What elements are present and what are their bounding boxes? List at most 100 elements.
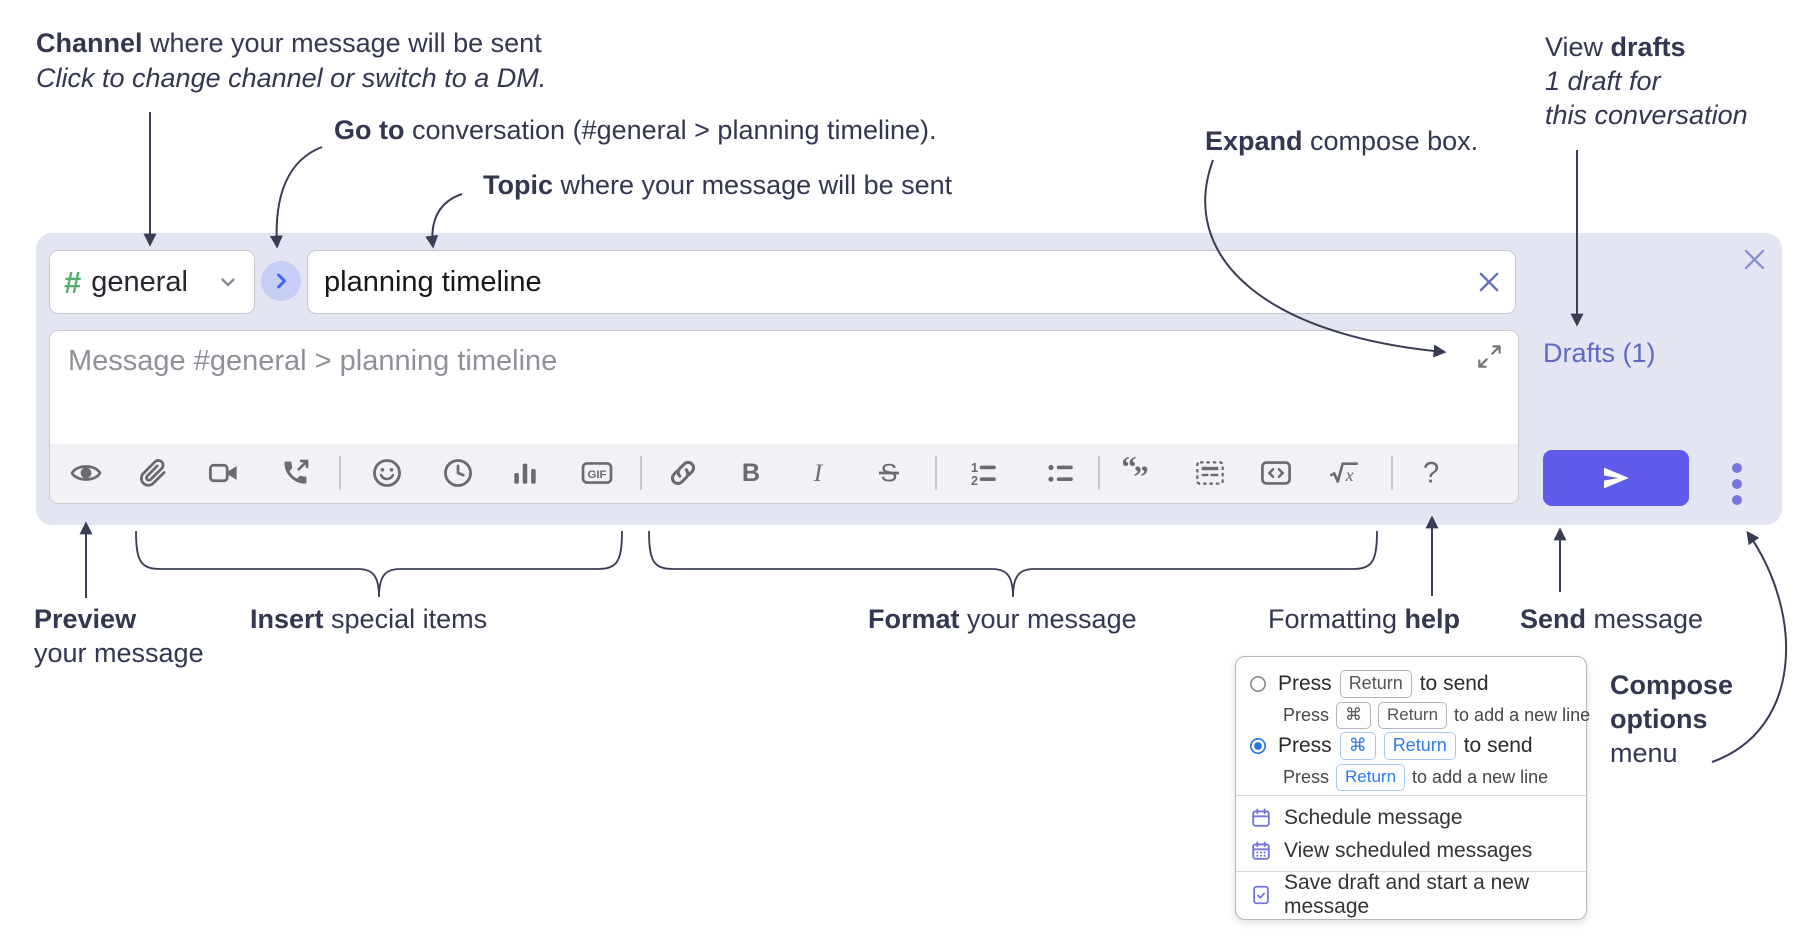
compose-options-menu-button[interactable] xyxy=(1722,456,1752,512)
close-compose-icon[interactable] xyxy=(1741,246,1768,273)
strikethrough-icon[interactable]: S xyxy=(871,455,907,491)
calendar-days-icon xyxy=(1250,840,1272,862)
topic-input[interactable] xyxy=(307,250,1516,314)
svg-text:x: x xyxy=(1345,465,1354,485)
send-icon xyxy=(1600,462,1632,494)
channel-picker[interactable]: # general xyxy=(49,250,255,314)
message-input[interactable] xyxy=(50,331,1450,443)
schedule-message-item[interactable]: Schedule message xyxy=(1236,801,1586,834)
expand-annotation-bold: Expand xyxy=(1205,126,1303,156)
attach-file-icon[interactable] xyxy=(135,455,171,491)
spoiler-icon[interactable] xyxy=(1192,455,1228,491)
option-text: to send xyxy=(1463,733,1533,757)
channel-name: general xyxy=(91,265,188,298)
send-button[interactable] xyxy=(1543,450,1689,506)
save-draft-icon xyxy=(1250,884,1272,906)
cmd-key: ⌘ xyxy=(1336,702,1372,730)
return-key: Return xyxy=(1378,702,1448,730)
message-panel: GIF B I S 12 “” x? xyxy=(49,330,1519,504)
italic-icon[interactable]: I xyxy=(800,455,836,491)
svg-text:“: “ xyxy=(1121,457,1136,484)
enter-sends-option-sub: Press ⌘ Return to add a new line xyxy=(1283,702,1590,730)
expand-annotation: Expand compose box. xyxy=(1205,124,1478,158)
drafts-annotation-regular: View xyxy=(1545,32,1611,62)
drafts-annotation-bold: drafts xyxy=(1610,32,1686,62)
drafts-link[interactable]: Drafts (1) xyxy=(1543,338,1656,368)
format-label: Format your message xyxy=(868,604,1137,634)
option-text: Press xyxy=(1278,733,1332,757)
enter-sends-option[interactable]: Press Return to send xyxy=(1236,669,1586,699)
calendar-icon xyxy=(1250,807,1272,829)
channel-hash-icon: # xyxy=(64,264,82,300)
toolbar-divider xyxy=(339,456,341,490)
menu-divider xyxy=(1236,795,1586,796)
goto-annotation-rest: conversation (#general > planning timeli… xyxy=(404,115,937,145)
math-icon[interactable]: x xyxy=(1326,455,1362,491)
drafts-annotation-line1: View drafts xyxy=(1545,30,1686,64)
channel-annotation-rest: where your message will be sent xyxy=(142,28,542,58)
gif-icon[interactable]: GIF xyxy=(579,455,615,491)
send-message-label: Send message xyxy=(1520,604,1704,634)
topic-annotation-bold: Topic xyxy=(483,170,553,200)
toolbar-divider xyxy=(1391,456,1393,490)
cmd-key: ⌘ xyxy=(1339,731,1376,761)
help-icon[interactable]: ? xyxy=(1413,455,1449,491)
bold-icon[interactable]: B xyxy=(733,455,769,491)
format-brace xyxy=(648,530,1378,598)
compose-options-label: Compose options menu xyxy=(1610,670,1734,768)
channel-annotation-bold: Channel xyxy=(36,28,143,58)
svg-text:GIF: GIF xyxy=(587,469,606,481)
voice-call-icon[interactable] xyxy=(277,455,313,491)
return-key: Return xyxy=(1383,731,1456,761)
drafts-annotation-line2: 1 draft for xyxy=(1545,66,1661,96)
svg-text:2: 2 xyxy=(971,474,978,488)
poll-icon[interactable] xyxy=(507,455,543,491)
goto-annotation-bold: Go to xyxy=(334,115,405,145)
chevron-down-icon xyxy=(216,270,240,294)
chevron-right-icon xyxy=(269,269,293,293)
option-text: Press xyxy=(1278,671,1332,695)
svg-text:?: ? xyxy=(1423,457,1439,489)
dot-icon xyxy=(1732,495,1742,505)
return-key: Return xyxy=(1336,764,1406,792)
svg-text:I: I xyxy=(813,459,824,487)
menu-item-label: Save draft and start a new message xyxy=(1284,870,1530,918)
expand-compose-icon[interactable] xyxy=(1476,343,1503,370)
channel-annotation-sub: Click to change channel or switch to a D… xyxy=(36,63,547,93)
goto-annotation: Go to conversation (#general > planning … xyxy=(334,113,937,147)
link-icon[interactable] xyxy=(665,455,701,491)
return-key: Return xyxy=(1339,669,1412,699)
goto-arrow xyxy=(269,146,323,249)
topic-field-wrap xyxy=(307,250,1516,314)
dot-icon xyxy=(1732,479,1742,489)
expand-annotation-rest: compose box. xyxy=(1302,126,1479,156)
svg-text:B: B xyxy=(742,459,760,487)
preview-icon[interactable] xyxy=(68,455,104,491)
cmd-enter-sends-option[interactable]: Press ⌘ Return to send xyxy=(1236,731,1586,761)
toolbar-divider xyxy=(935,456,937,490)
menu-divider xyxy=(1236,871,1586,872)
formatting-help-label: Formatting help xyxy=(1268,604,1461,634)
code-icon[interactable] xyxy=(1258,455,1294,491)
topic-clear-icon[interactable] xyxy=(1476,269,1502,295)
video-call-icon[interactable] xyxy=(206,455,242,491)
save-draft-item[interactable]: Save draft and start a new message xyxy=(1236,871,1586,918)
insert-brace xyxy=(135,530,623,598)
drafts-annotation-line3: this conversation xyxy=(1545,100,1748,130)
topic-annotation: Topic where your message will be sent xyxy=(483,168,952,202)
bulleted-list-icon[interactable] xyxy=(1042,455,1078,491)
emoji-icon[interactable] xyxy=(369,455,405,491)
compose-options-menu: Press Return to send Press ⌘ Return to a… xyxy=(1235,656,1590,920)
go-to-conversation-button[interactable] xyxy=(261,261,301,301)
time-icon[interactable] xyxy=(440,455,476,491)
menu-item-label: View scheduled messages xyxy=(1284,838,1533,862)
radio-unselected-icon xyxy=(1248,674,1268,694)
channel-annotation: Channel where your message will be sent xyxy=(36,26,542,60)
preview-label-line2: your message xyxy=(34,638,204,668)
view-scheduled-messages-item[interactable]: View scheduled messages xyxy=(1236,834,1586,867)
toolbar-divider xyxy=(1098,456,1100,490)
radio-selected-icon xyxy=(1248,736,1268,756)
quote-icon[interactable]: “” xyxy=(1118,455,1154,491)
